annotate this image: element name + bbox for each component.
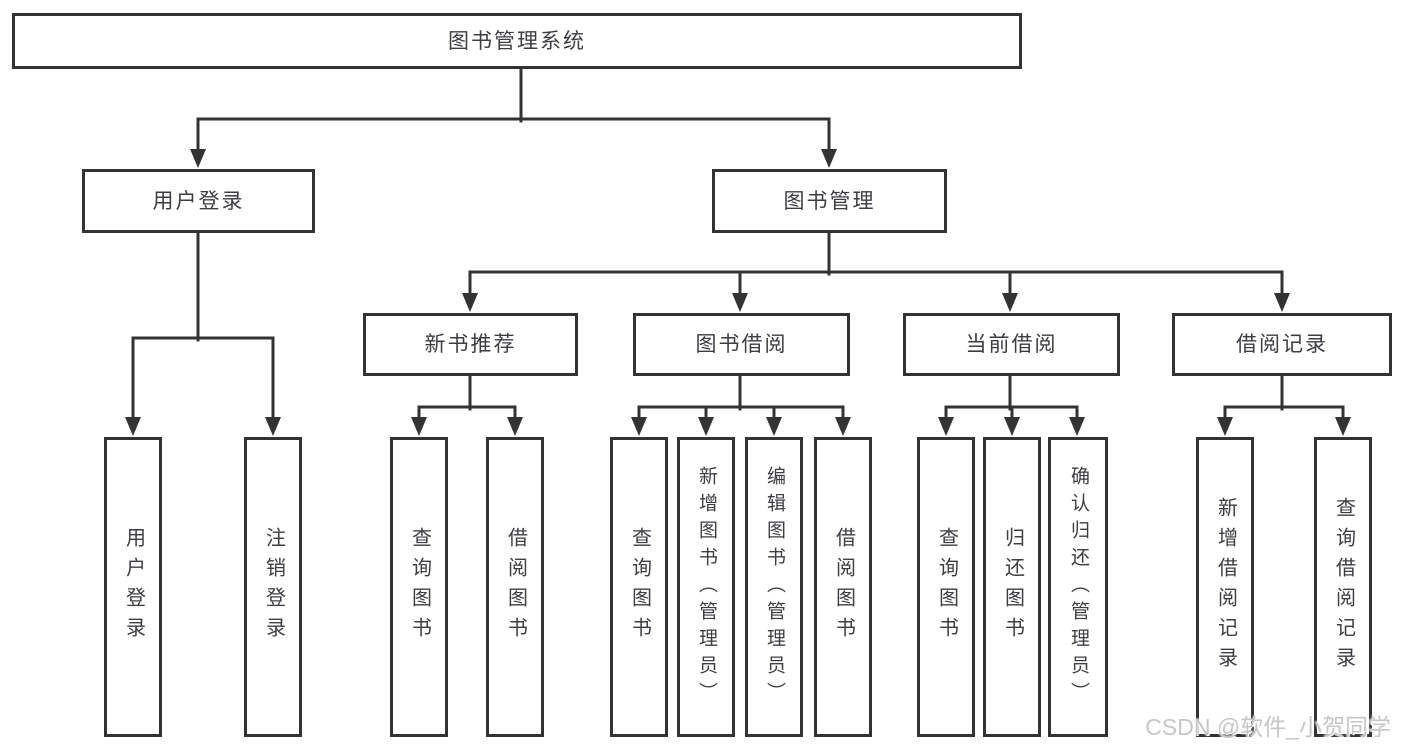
leaf-add-book-admin: 新增图书（管理员）	[677, 437, 735, 737]
leaf-edit-book-admin: 编辑图书（管理员）	[745, 437, 803, 737]
leaf-query-books-current: 查询图书	[917, 437, 975, 737]
watermark: CSDN @软件_小贺同学	[1145, 714, 1391, 740]
node-user-login: 用户登录	[82, 169, 315, 233]
leaf-borrow-books: 借阅图书	[814, 437, 872, 737]
leaf-query-books-recommend: 查询图书	[390, 437, 448, 737]
leaf-confirm-return-admin: 确认归还（管理员）	[1048, 437, 1108, 737]
leaf-query-books-borrow: 查询图书	[610, 437, 668, 737]
leaf-return-books: 归还图书	[983, 437, 1041, 737]
leaf-add-borrow-record: 新增借阅记录	[1196, 437, 1254, 737]
node-book-management: 图书管理	[712, 169, 947, 233]
leaf-borrow-books-recommend: 借阅图书	[486, 437, 544, 737]
node-borrowing-records: 借阅记录	[1172, 313, 1392, 376]
leaf-logout: 注销登录	[244, 437, 302, 737]
node-book-borrowing: 图书借阅	[633, 313, 850, 376]
node-new-book-recommendation: 新书推荐	[363, 313, 578, 376]
node-current-borrowing: 当前借阅	[903, 313, 1120, 376]
leaf-query-borrow-record: 查询借阅记录	[1314, 437, 1372, 737]
leaf-user-login: 用户登录	[104, 437, 162, 737]
node-library-management-system: 图书管理系统	[12, 13, 1022, 69]
